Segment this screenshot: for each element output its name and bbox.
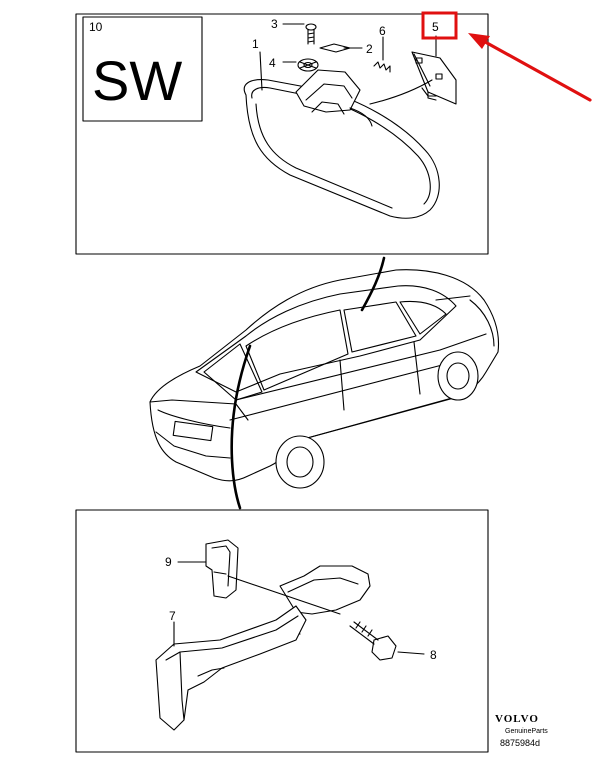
highlight-annotation — [421, 11, 592, 102]
pointer-line-bottom — [230, 344, 252, 510]
pointer-line-top — [360, 256, 386, 312]
spring-part-6 — [373, 61, 391, 73]
diagram-code: 8875984d — [500, 738, 540, 748]
highlight-arrow-head — [468, 33, 490, 49]
top-panel: 10 SW — [75, 13, 489, 255]
trim-part-7 — [155, 605, 307, 731]
bolt-part-8 — [349, 621, 397, 661]
sw-box-text: SW — [92, 49, 182, 112]
cover-part-5 — [411, 51, 457, 105]
callout-8: 8 — [430, 648, 437, 662]
callout-2: 2 — [366, 42, 373, 56]
rear-view-mirror — [243, 69, 440, 219]
bottom-leader-lines — [173, 561, 425, 655]
brand-footer: VOLVO GenuineParts 8875984d — [495, 713, 548, 748]
callout-5: 5 — [432, 20, 439, 34]
clip-part-9 — [205, 539, 239, 599]
callout-1: 1 — [252, 37, 259, 51]
callout-7: 7 — [169, 609, 176, 623]
highlight-arrow-line — [476, 36, 592, 102]
callout-9: 9 — [165, 555, 172, 569]
washer-part-4 — [297, 58, 319, 72]
top-leader-lines — [259, 23, 437, 105]
brand-sub: GenuineParts — [505, 728, 548, 735]
sw-box: 10 SW — [82, 16, 203, 122]
top-panel-frame — [75, 13, 489, 255]
car-illustration — [149, 269, 500, 489]
brand-name: VOLVO — [495, 713, 539, 725]
screw-part-3 — [305, 23, 317, 45]
bottom-panel: 9 7 8 — [75, 509, 489, 753]
callout-4: 4 — [269, 56, 276, 70]
highlight-box — [421, 11, 458, 40]
callout-6: 6 — [379, 24, 386, 38]
bottom-panel-frame — [75, 509, 489, 753]
sw-box-frame — [82, 16, 203, 122]
callout-3: 3 — [271, 17, 278, 31]
callout-10: 10 — [89, 20, 103, 34]
